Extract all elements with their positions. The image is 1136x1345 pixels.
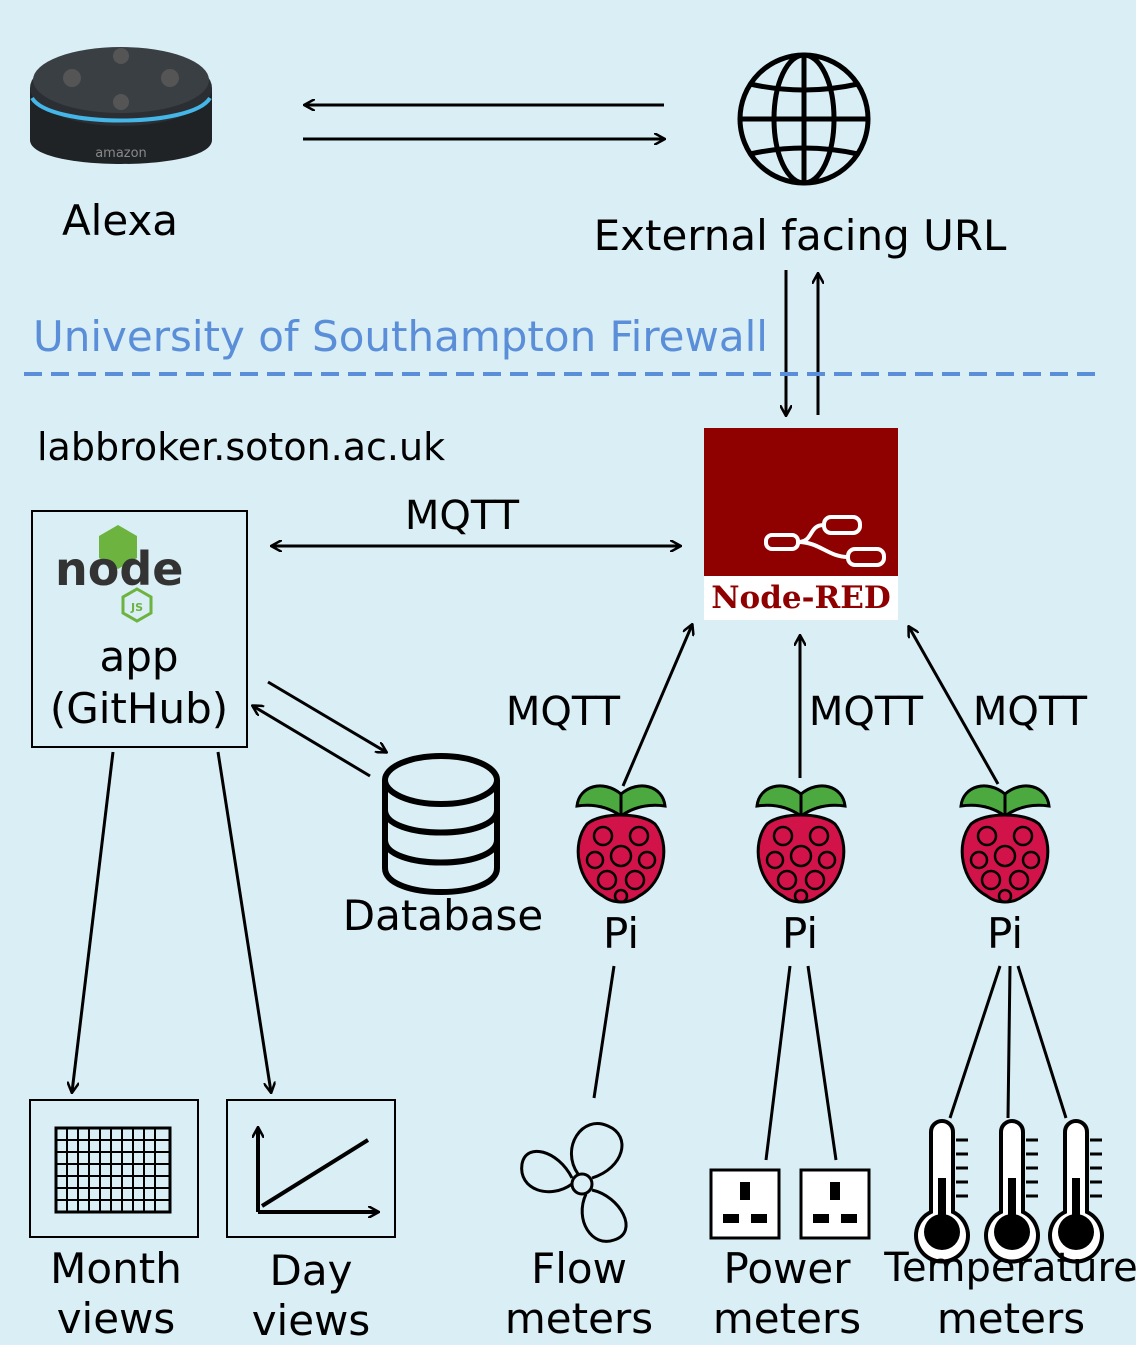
arrow-app-to-database xyxy=(267,680,386,752)
globe-icon xyxy=(737,52,871,186)
external-url-label: External facing URL xyxy=(593,211,1007,260)
arrow-pi3-to-nodered xyxy=(909,627,1000,785)
power-socket-icon-2 xyxy=(799,1168,871,1240)
node-red-label: Node-RED xyxy=(711,580,891,616)
power-socket-icon-1 xyxy=(709,1168,781,1240)
fan-icon xyxy=(520,1122,628,1243)
nodejs-wordmark: node xyxy=(55,542,183,596)
database-icon xyxy=(382,753,500,895)
arrow-app-to-month-views xyxy=(72,751,115,1092)
day-views-label-1: Day xyxy=(269,1246,353,1295)
arrow-database-to-app xyxy=(253,706,371,778)
day-views-label-2: views xyxy=(251,1296,371,1345)
month-views-box xyxy=(29,1099,199,1238)
database-label: Database xyxy=(342,891,544,940)
firewall-label: University of Southampton Firewall xyxy=(33,312,768,361)
flow-meters-label-2: meters xyxy=(504,1294,654,1343)
link-pi3-thermo3 xyxy=(1016,965,1068,1119)
raspberry-pi-icon-power xyxy=(755,784,847,904)
power-meters-label-1: Power xyxy=(723,1244,851,1293)
pi-label-flow: Pi xyxy=(602,909,640,958)
arrow-pi1-to-nodered xyxy=(621,625,692,787)
node-red-logo xyxy=(704,428,898,620)
month-views-label-1: Month xyxy=(50,1244,182,1293)
mqtt-label-pi3: MQTT xyxy=(972,689,1088,735)
calendar-grid-icon xyxy=(54,1126,172,1214)
link-pi2-socket2 xyxy=(806,965,838,1161)
raspberry-pi-icon-flow xyxy=(575,784,667,904)
pi-label-power: Pi xyxy=(781,909,819,958)
alexa-device-icon: amazon xyxy=(30,47,212,164)
raspberry-pi-icon-temperature xyxy=(959,784,1051,904)
thermometer-icon-3 xyxy=(1048,1119,1104,1264)
flow-meters-label-1: Flow xyxy=(531,1244,627,1293)
nodejs-badge-text: JS xyxy=(130,601,143,614)
github-label: (GitHub) xyxy=(49,684,229,733)
alexa-label: Alexa xyxy=(61,196,179,245)
mqtt-label-app: MQTT xyxy=(404,493,520,539)
nodejs-logo: node JS xyxy=(55,525,183,623)
node-app-box xyxy=(31,510,248,748)
thermometer-icon-1 xyxy=(914,1119,970,1264)
month-views-label-2: views xyxy=(56,1294,176,1343)
node-red-flow-icon xyxy=(764,515,886,567)
mqtt-label-pi2: MQTT xyxy=(808,689,924,735)
host-label: labbroker.soton.ac.uk xyxy=(37,425,446,469)
power-meters-label-2: meters xyxy=(712,1294,862,1343)
link-pi2-socket1 xyxy=(764,965,792,1161)
temperature-meters-label-2: meters xyxy=(936,1294,1086,1343)
line-chart-icon xyxy=(258,1128,378,1212)
thermometer-icon-2 xyxy=(984,1119,1040,1264)
mqtt-label-pi1: MQTT xyxy=(505,689,621,735)
link-pi3-thermo2 xyxy=(1006,965,1012,1119)
day-views-box xyxy=(226,1099,396,1238)
alexa-brand-text: amazon xyxy=(95,146,147,161)
link-pi3-thermo1 xyxy=(948,965,1002,1119)
arrow-app-to-day-views xyxy=(216,751,271,1092)
link-pi1-flow xyxy=(592,965,616,1099)
app-label: app xyxy=(99,632,179,681)
temperature-meters-label-1: Temperature xyxy=(884,1245,1136,1291)
pi-label-temperature: Pi xyxy=(986,909,1024,958)
